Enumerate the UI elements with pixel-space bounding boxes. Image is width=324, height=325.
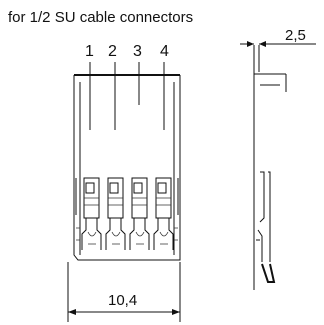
contact-label-3: 3 <box>133 43 142 60</box>
width-dimension-label: 10,4 <box>108 292 137 309</box>
side-view <box>253 45 287 290</box>
contact-label-4: 4 <box>160 43 169 60</box>
front-view <box>73 62 181 261</box>
thickness-dimension-label: 2,5 <box>285 27 306 44</box>
width-dimension <box>67 262 181 322</box>
thickness-dimension <box>240 41 316 47</box>
contact-label-2: 2 <box>108 43 117 60</box>
contact-cavities <box>83 177 172 219</box>
crimp-zones <box>76 218 178 250</box>
drawing-title: for 1/2 SU cable connectors <box>8 9 193 26</box>
contact-label-1: 1 <box>85 43 94 60</box>
